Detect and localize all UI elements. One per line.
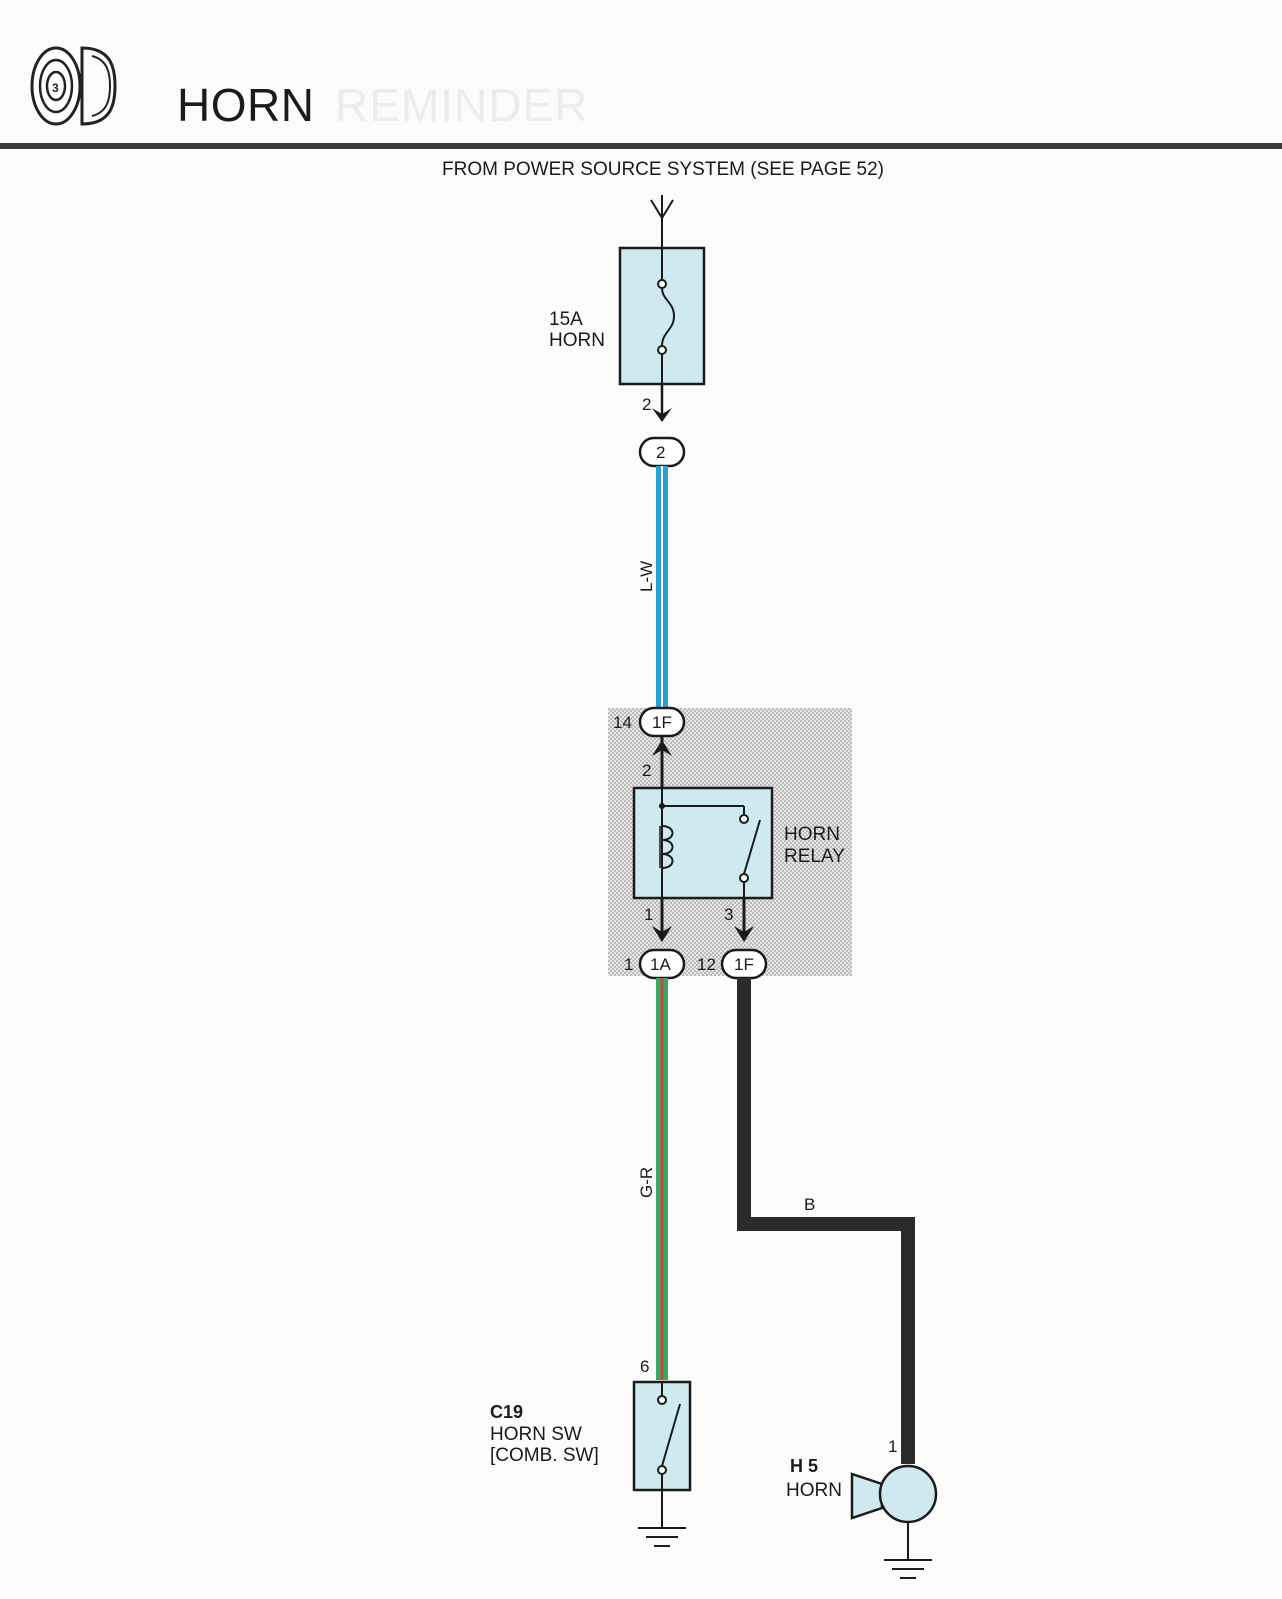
relay-pin1-arrow <box>652 926 672 942</box>
horn-code: H 5 <box>790 1456 818 1476</box>
relay-name-line1: HORN <box>784 824 840 845</box>
relay-name-line2: RELAY <box>784 846 845 867</box>
ground-icon-horn <box>884 1522 932 1579</box>
relay-conn-top-pin: 14 <box>613 713 632 732</box>
fuse-15a-horn <box>618 246 706 386</box>
relay-pin2-arrow <box>652 740 672 756</box>
ground-icon-switch <box>638 1490 686 1547</box>
horn-relay <box>632 786 774 900</box>
relay-pin-switch-bottom: 3 <box>724 905 733 924</box>
header-rule <box>0 143 1282 149</box>
fuse-rating: 15A <box>549 309 583 330</box>
horn-pin: 1 <box>888 1437 897 1456</box>
horn-switch-pin: 6 <box>640 1357 649 1376</box>
wire-b <box>737 978 915 1464</box>
connector-1f-top-label: 1F <box>652 713 672 732</box>
incoming-arrow <box>650 195 674 248</box>
power-source-label: FROM POWER SOURCE SYSTEM (SEE PAGE 52) <box>442 159 884 180</box>
fuse-name: HORN <box>549 330 605 351</box>
svg-text:3: 3 <box>52 81 59 95</box>
relay-pin-top: 2 <box>642 761 651 780</box>
wire-g-r-label: G-R <box>637 1167 656 1198</box>
connector-2-label: 2 <box>656 443 665 462</box>
relay-conn-bl-pin: 1 <box>624 955 633 974</box>
wire-b-label: B <box>804 1195 815 1214</box>
connector-1f-bottom-label: 1F <box>734 955 754 974</box>
relay-conn-br-pin: 12 <box>697 955 716 974</box>
horn-speaker-icon: 3 <box>30 46 117 126</box>
fuse-pin-arrow <box>652 408 672 422</box>
wire-l-w-label: L-W <box>637 561 656 592</box>
connector-1a-label: 1A <box>650 955 671 974</box>
relay-pin-coil-bottom: 1 <box>644 905 653 924</box>
relay-pin3-arrow <box>734 926 754 942</box>
horn-switch <box>632 1380 692 1492</box>
fuse-pin-bottom: 2 <box>642 395 651 414</box>
horn-name: HORN <box>786 1480 842 1501</box>
horn-icon <box>850 1464 938 1524</box>
ghost-title: REMINDER <box>335 79 589 131</box>
horn-switch-code: C19 <box>490 1402 523 1422</box>
horn-switch-name: HORN SW <box>490 1424 582 1445</box>
horn-switch-part: [COMB. SW] <box>490 1445 599 1466</box>
page-title: HORN <box>177 79 315 131</box>
